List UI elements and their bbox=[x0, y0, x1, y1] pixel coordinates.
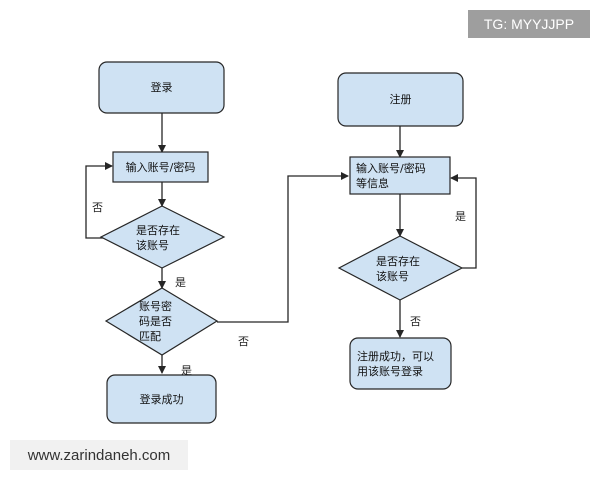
password-yes-label: 是 bbox=[181, 364, 192, 377]
login-node bbox=[98, 61, 225, 114]
login-label: 登录 bbox=[150, 81, 173, 94]
input-account-label: 输入账号/密码 bbox=[125, 160, 196, 174]
exists-check-node bbox=[99, 205, 226, 269]
password-no-label: 否 bbox=[238, 335, 249, 348]
exists-no-label: 否 bbox=[92, 201, 103, 214]
exists-yes-label: 是 bbox=[175, 276, 186, 289]
login-success-node bbox=[106, 374, 217, 424]
edge-reg-exists-yes-loop bbox=[450, 174, 477, 269]
register-label: 注册 bbox=[389, 93, 412, 106]
password-check-label: 账号密 码是否 匹配 bbox=[139, 300, 172, 343]
tg-watermark: TG: MYYJJPP bbox=[468, 10, 590, 38]
login-success-label: 登录成功 bbox=[139, 392, 184, 406]
input-account-node bbox=[112, 151, 209, 183]
password-check-node bbox=[104, 287, 219, 356]
register-input-node bbox=[349, 156, 451, 195]
register-exists-no-label: 否 bbox=[410, 315, 421, 328]
register-success-node bbox=[349, 337, 452, 390]
website-watermark: www.zarindaneh.com bbox=[10, 440, 188, 470]
register-exists-check-node bbox=[337, 235, 464, 301]
exists-check-label: 是否存在 该账号 bbox=[136, 224, 180, 252]
register-input-label: 输入账号/密码 等信息 bbox=[356, 162, 426, 190]
register-node bbox=[337, 72, 464, 127]
register-exists-yes-label: 是 bbox=[455, 210, 466, 223]
register-success-label: 注册成功，可以 用该账号登录 bbox=[357, 349, 434, 378]
edge-exists-no-loop bbox=[85, 162, 115, 239]
edge-password-no bbox=[217, 172, 349, 323]
register-exists-check-label: 是否存在 该账号 bbox=[376, 255, 420, 283]
